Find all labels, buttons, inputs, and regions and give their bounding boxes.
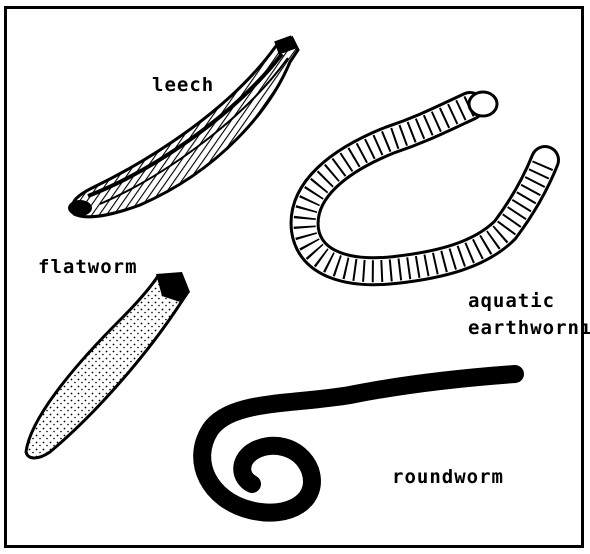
roundworm-drawing bbox=[202, 374, 515, 513]
label-leech: leech bbox=[152, 74, 214, 96]
label-flatworm: flatworm bbox=[38, 256, 138, 278]
leech-drawing bbox=[68, 35, 298, 216]
aquatic-earthworm-drawing bbox=[305, 92, 545, 271]
label-aquatic: aquatic bbox=[468, 290, 555, 312]
label-earthworm: earthwornı bbox=[468, 317, 590, 339]
label-roundworm: roundworm bbox=[392, 466, 504, 488]
flatworm-drawing bbox=[26, 272, 190, 458]
